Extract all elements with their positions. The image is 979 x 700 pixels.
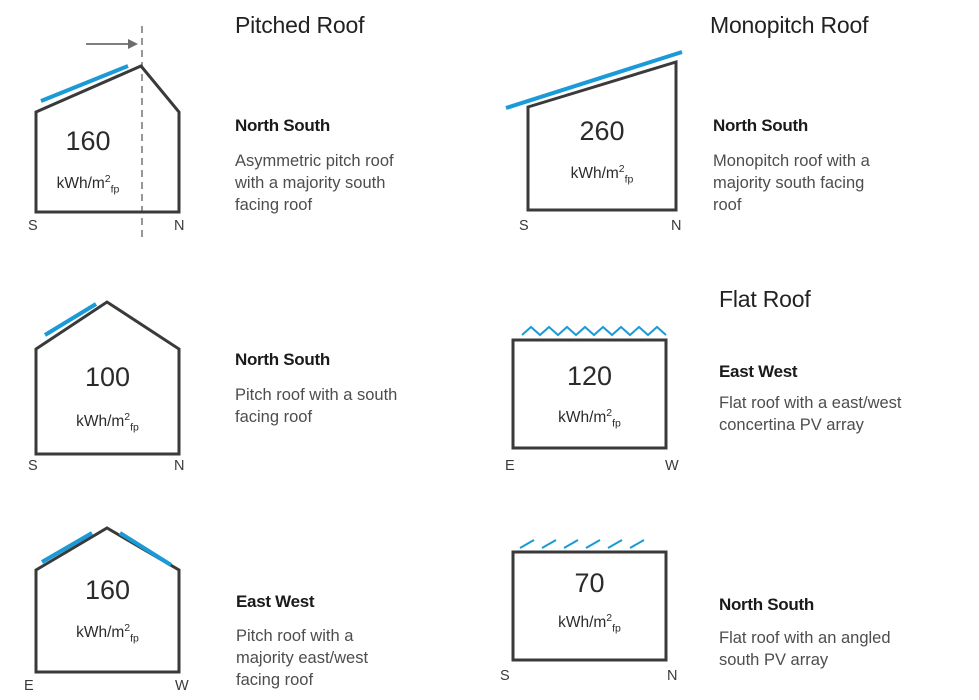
- house-diagram-flat-concertina: [511, 325, 668, 450]
- energy-value: 100: [84, 362, 131, 392]
- section-title-monopitch-roof: Monopitch Roof: [710, 12, 869, 38]
- pv-panel: [505, 50, 683, 110]
- house-diagram-monopitch: [505, 50, 683, 212]
- energy-value: 160: [84, 575, 131, 605]
- pv-panel-6: [629, 539, 645, 549]
- direction-label-left: S: [28, 458, 38, 474]
- energy-unit: kWh/m2fp: [76, 411, 139, 434]
- energy-value: 160: [65, 126, 111, 156]
- house-diagram-pitch-east-west: [34, 526, 181, 674]
- arrow-head-icon: [128, 39, 138, 49]
- house-outline: [511, 550, 668, 662]
- roof-description: Monopitch roof with a majority south fac…: [713, 152, 870, 214]
- direction-label-right: W: [665, 458, 679, 474]
- direction-label-left: S: [500, 668, 510, 684]
- pv-panel-5: [607, 539, 623, 549]
- orientation-heading: North South: [235, 350, 330, 369]
- pv-panel-east: [40, 531, 94, 564]
- pv-panel-2: [541, 539, 557, 549]
- energy-unit: kWh/m2fp: [558, 407, 621, 430]
- orientation-heading: East West: [719, 362, 798, 381]
- house-outline: [511, 338, 668, 450]
- pv-panel: [40, 64, 129, 103]
- roof-description: Flat roof with a east/west concertina PV…: [719, 394, 902, 434]
- house-outline: [34, 64, 181, 214]
- orientation-heading: North South: [713, 116, 808, 135]
- direction-label-left: S: [519, 218, 529, 234]
- pv-panel-4: [585, 539, 601, 549]
- direction-label-right: N: [174, 458, 185, 474]
- energy-value: 70: [574, 568, 605, 598]
- pv-panel-1: [519, 539, 535, 549]
- house-diagram-asymmetric-pitch: [34, 26, 181, 240]
- section-title-pitched-roof: Pitched Roof: [235, 12, 365, 38]
- direction-label-right: N: [667, 668, 678, 684]
- orientation-heading: North South: [719, 595, 814, 614]
- pv-concertina-array: [521, 325, 667, 337]
- house-diagram-flat-angled: [511, 539, 668, 662]
- energy-value: 260: [579, 116, 625, 146]
- direction-label-left: E: [505, 458, 515, 474]
- direction-label-right: N: [174, 218, 185, 234]
- direction-label-right: N: [671, 218, 682, 234]
- pv-panel: [43, 302, 98, 337]
- orientation-heading: North South: [235, 116, 330, 135]
- house-diagram-pitch-south: [34, 300, 181, 456]
- roof-description: Pitch roof with a south facing roof: [235, 386, 398, 426]
- pv-panel-3: [563, 539, 579, 549]
- direction-label-left: E: [24, 678, 34, 694]
- direction-label-left: S: [28, 218, 38, 234]
- orientation-heading: East West: [236, 592, 315, 611]
- section-title-flat-roof: Flat Roof: [719, 286, 811, 312]
- house-outline: [34, 526, 181, 674]
- direction-label-right: W: [175, 678, 189, 694]
- energy-unit: kWh/m2fp: [76, 622, 139, 645]
- roof-description: Asymmetric pitch roof with a majority so…: [235, 152, 394, 214]
- roof-description: Flat roof with an angled south PV array: [719, 629, 891, 669]
- house-outline: [34, 300, 181, 456]
- energy-unit: kWh/m2fp: [570, 163, 634, 186]
- energy-value: 120: [566, 361, 613, 391]
- house-outline: [526, 59, 678, 212]
- pv-panel-west: [118, 531, 173, 567]
- energy-unit: kWh/m2fp: [558, 612, 621, 635]
- roof-description: Pitch roof with a majority east/west fac…: [236, 627, 369, 689]
- energy-unit: kWh/m2fp: [56, 173, 120, 196]
